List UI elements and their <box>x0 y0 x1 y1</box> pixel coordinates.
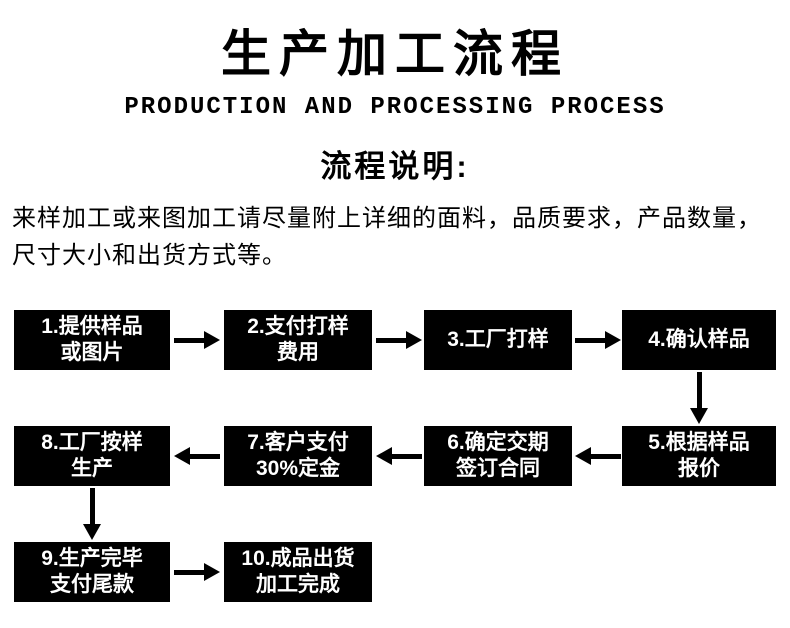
flow-step-9: 9.生产完毕 支付尾款 <box>14 542 170 602</box>
arrow-right-icon <box>376 331 422 349</box>
section-heading: 流程说明: <box>320 149 470 184</box>
arrow-right-icon <box>174 563 220 581</box>
flow-step-3: 3.工厂打样 <box>424 310 572 370</box>
flow-step-7: 7.客户支付 30%定金 <box>224 426 372 486</box>
process-description: 来样加工或来图加工请尽量附上详细的面料，品质要求，产品数量，尺寸大小和出货方式等… <box>12 205 762 270</box>
arrow-right-icon <box>174 331 220 349</box>
flow-step-6: 6.确定交期 签订合同 <box>424 426 572 486</box>
arrow-down-icon <box>690 372 708 424</box>
arrow-right-icon <box>575 331 621 349</box>
arrow-down-icon <box>83 488 101 540</box>
flow-step-2: 2.支付打样 费用 <box>224 310 372 370</box>
arrow-left-icon <box>575 447 621 465</box>
flow-step-5: 5.根据样品 报价 <box>622 426 776 486</box>
arrow-left-icon <box>174 447 220 465</box>
flow-step-10: 10.成品出货 加工完成 <box>224 542 372 602</box>
flow-step-8: 8.工厂按样 生产 <box>14 426 170 486</box>
page-title: 生产加工流程 <box>221 26 569 82</box>
page-subtitle: PRODUCTION AND PROCESSING PROCESS <box>124 94 666 121</box>
flow-step-4: 4.确认样品 <box>622 310 776 370</box>
arrow-left-icon <box>376 447 422 465</box>
flow-step-1: 1.提供样品 或图片 <box>14 310 170 370</box>
